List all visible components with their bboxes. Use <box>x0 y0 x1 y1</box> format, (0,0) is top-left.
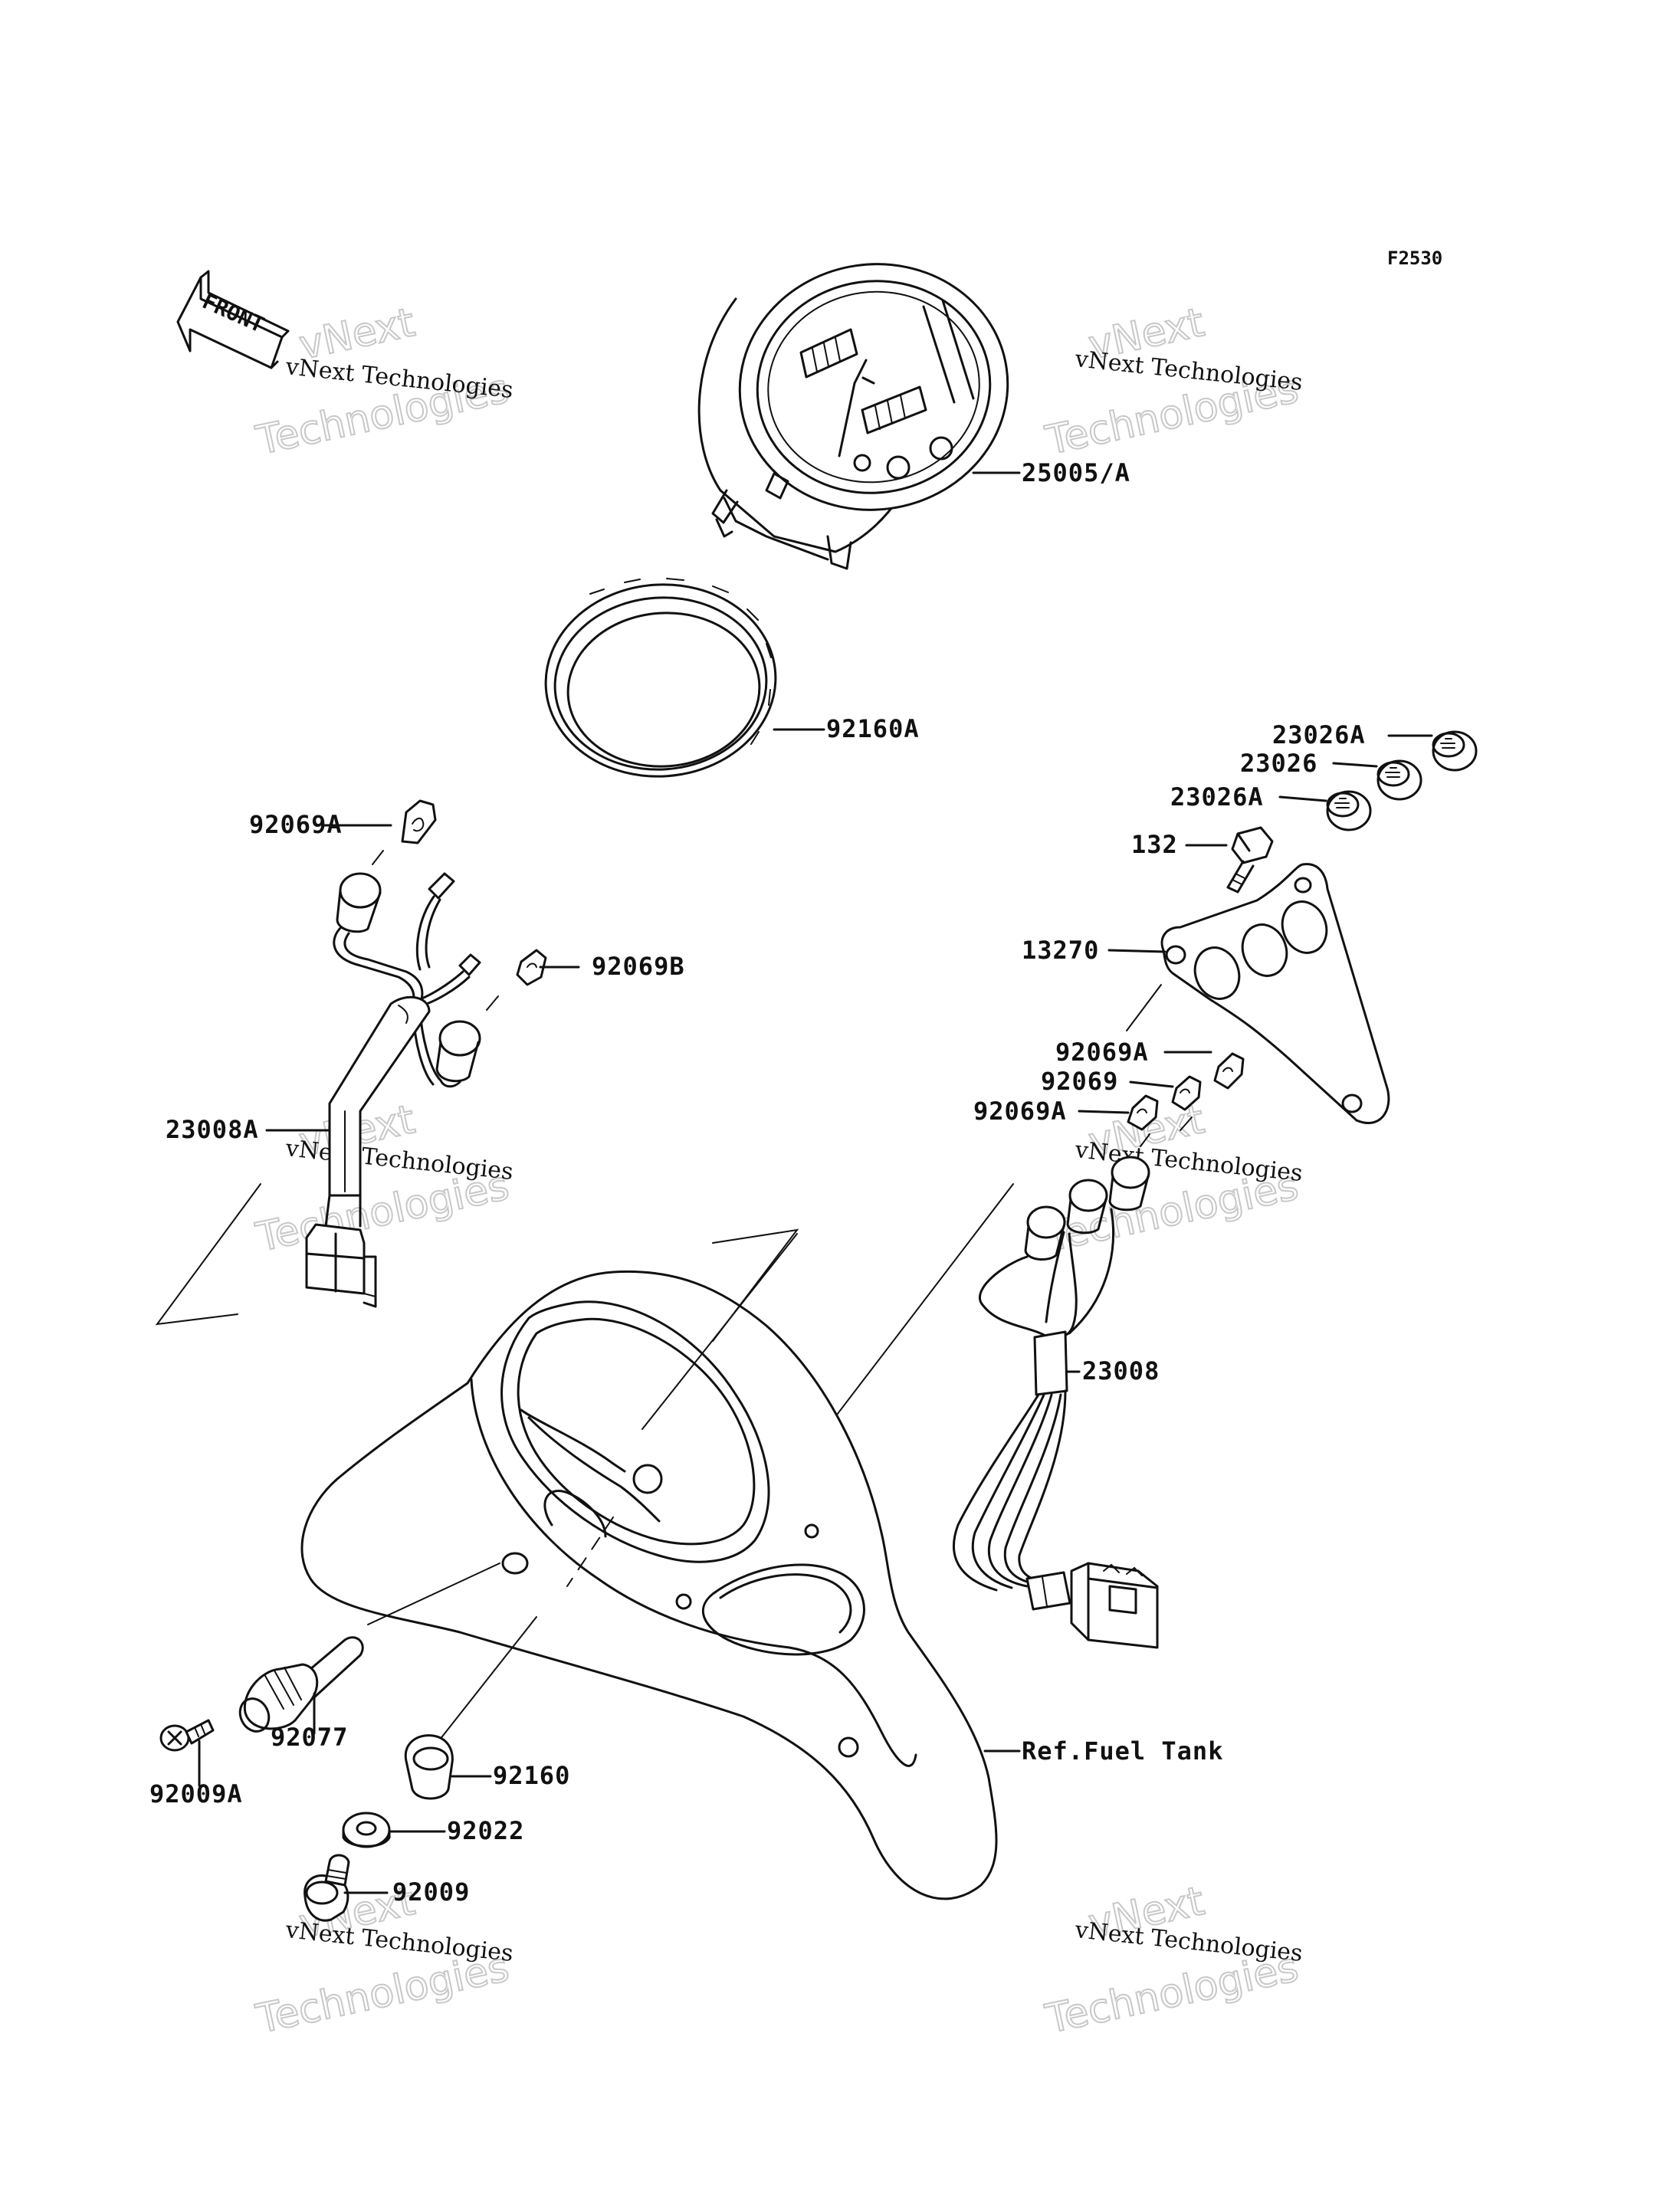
fuel-tank-fairing <box>300 1270 998 1900</box>
gasket-ring <box>544 578 777 778</box>
indicator-bracket <box>1160 863 1390 1124</box>
part-label-23008: 23008 <box>1082 1356 1160 1385</box>
assembly-line <box>1126 984 1162 1031</box>
part-label-92069B: 92069B <box>592 952 685 981</box>
speedometer-gauge <box>697 263 1009 570</box>
leader-23026 <box>1332 762 1378 768</box>
assembly-line <box>436 1616 537 1744</box>
part-label-92022: 92022 <box>447 1816 524 1845</box>
part-label-23026A-top: 23026A <box>1272 720 1366 749</box>
bolt-92009 <box>304 1854 350 1922</box>
leader-23026A-bottom <box>1278 795 1327 802</box>
part-label-13270: 13270 <box>1022 936 1099 965</box>
part-label-ref-fuel-tank: Ref.Fuel Tank <box>1022 1736 1223 1766</box>
part-label-23008A: 23008A <box>166 1115 259 1144</box>
part-label-23026A-bottom: 23026A <box>1170 782 1264 812</box>
washer-92022 <box>342 1812 391 1848</box>
part-label-92009: 92009 <box>392 1877 470 1907</box>
leader-92069 <box>1129 1080 1174 1088</box>
indicator-lens-23026 <box>1376 759 1422 801</box>
part-label-92077: 92077 <box>271 1723 348 1752</box>
part-label-92069A-r1: 92069A <box>1055 1038 1149 1067</box>
part-label-92009A: 92009A <box>149 1779 243 1808</box>
indicator-lens-23026A-bottom <box>1326 790 1372 831</box>
assembly-line <box>367 1562 500 1625</box>
assembly-line <box>641 1233 798 1430</box>
part-label-25005: 25005/A <box>1022 458 1130 487</box>
assembly-line <box>155 1183 261 1326</box>
indicator-lens-23026A-top <box>1432 730 1478 772</box>
part-label-92160A: 92160A <box>826 714 920 743</box>
trip-reset-knob <box>238 1636 364 1733</box>
assembly-line-hidden <box>566 1517 614 1587</box>
part-label-92069A-r2: 92069A <box>973 1097 1067 1126</box>
wiring-harness-right <box>952 1052 1245 1649</box>
bolt-132 <box>1226 826 1274 894</box>
diagram-code: F2530 <box>1387 248 1442 269</box>
part-label-23026: 23026 <box>1240 749 1317 778</box>
part-label-132: 132 <box>1131 830 1178 859</box>
leader-92069A-r2 <box>1078 1110 1130 1114</box>
screw-92009A <box>159 1719 215 1752</box>
front-arrow-icon: FRONT <box>176 270 290 369</box>
wiring-harness-left <box>305 799 547 1308</box>
part-label-92160: 92160 <box>493 1761 570 1790</box>
part-label-92069A-left: 92069A <box>249 810 343 839</box>
part-label-92069: 92069 <box>1041 1067 1118 1096</box>
leader-13270 <box>1107 949 1166 953</box>
grommet-92160 <box>404 1734 454 1800</box>
